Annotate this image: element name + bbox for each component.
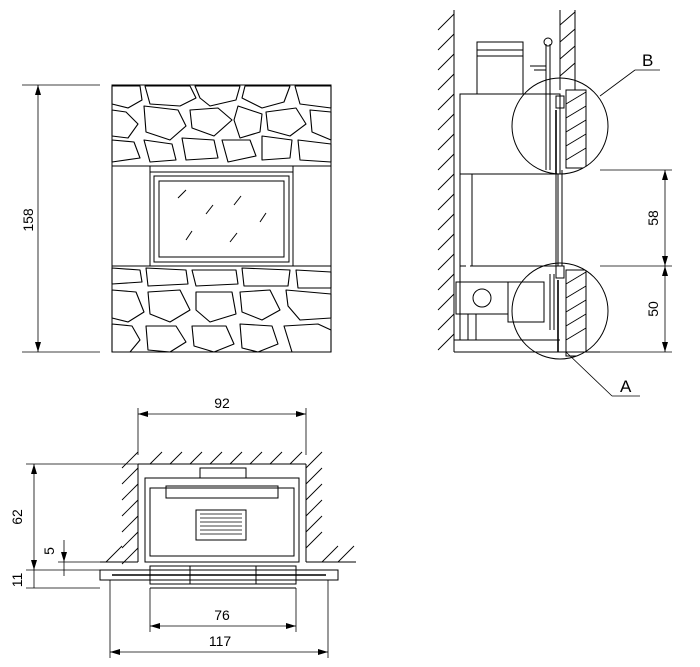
front-view: 158	[20, 84, 332, 353]
dim-5-label: 5	[41, 547, 57, 555]
side-section-view: B A	[437, 10, 672, 397]
front-cladding-hatch	[559, 10, 576, 90]
fireplace-door	[149, 166, 294, 267]
heater-body-side	[455, 37, 561, 340]
detail-circle-a: A	[511, 262, 640, 397]
detail-a-label: A	[620, 377, 632, 396]
dim-92: 92	[137, 395, 307, 455]
dim-117-label: 117	[209, 633, 232, 649]
upper-stone-wall	[111, 85, 332, 167]
plan-bottom-dimensions: 76 117	[109, 580, 329, 658]
dim-11-label: 11	[9, 573, 25, 588]
dim-92-label: 92	[214, 395, 230, 411]
back-wall-hatch	[437, 10, 455, 352]
front-height-dimension: 158	[20, 84, 100, 353]
dim-76-label: 76	[214, 607, 230, 623]
plan-wall-hatch	[100, 451, 356, 565]
plan-heater-body	[144, 467, 300, 563]
plan-view: 92	[9, 395, 356, 658]
side-dimensions: 58 50	[600, 169, 672, 353]
detail-b-label: B	[642, 51, 653, 70]
plan-left-dimensions: 62 11 5	[9, 463, 138, 589]
front-height-label: 158	[20, 208, 36, 232]
lower-stone-wall	[111, 265, 332, 353]
glass-reflection-marks	[177, 189, 267, 243]
dim-62-label: 62	[9, 509, 25, 525]
dim-58-label: 58	[645, 210, 661, 226]
detail-circle-b: B	[511, 51, 660, 175]
dim-50-label: 50	[645, 301, 661, 317]
plan-front-frame	[99, 565, 339, 589]
